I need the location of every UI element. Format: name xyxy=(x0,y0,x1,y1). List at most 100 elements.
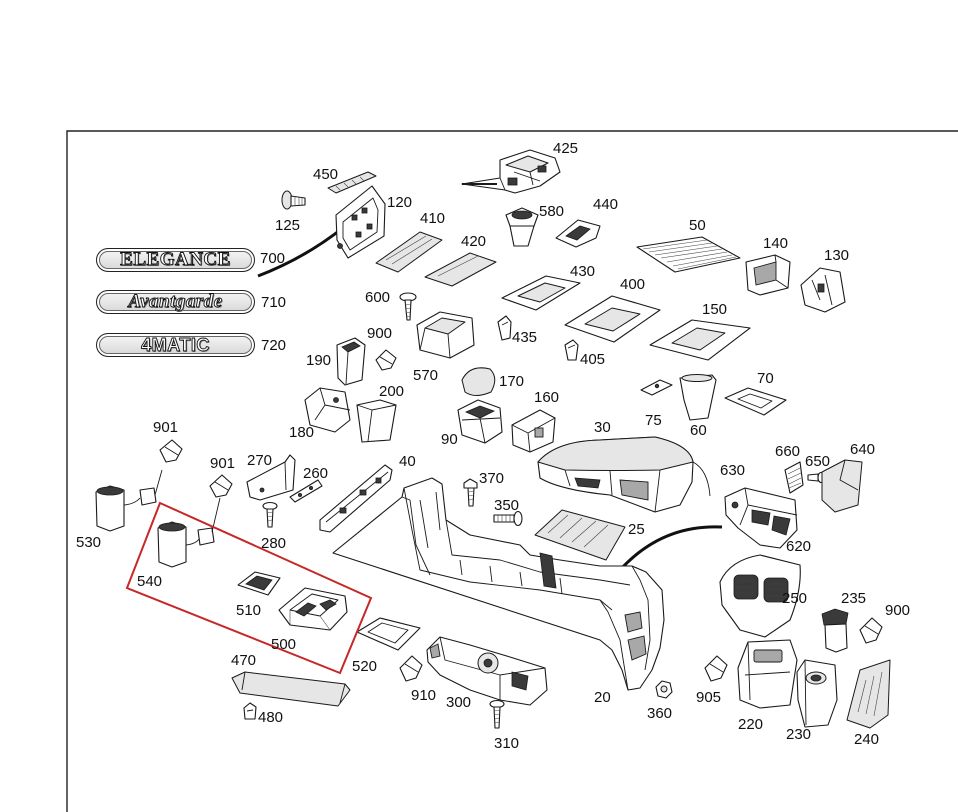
callout-90: 90 xyxy=(441,431,458,448)
part-600-shape xyxy=(399,292,417,321)
callout-260: 260 xyxy=(303,465,329,482)
part-75-shape xyxy=(640,379,673,396)
part-900-pad-a xyxy=(375,349,397,371)
part-500-shape xyxy=(278,587,348,631)
callout-900-a: 900 xyxy=(367,325,393,342)
part-400-shape xyxy=(564,295,661,343)
part-450-shape xyxy=(327,171,377,194)
callout-120: 120 xyxy=(387,194,413,211)
callout-640: 640 xyxy=(850,441,876,458)
part-50-shape xyxy=(636,236,741,273)
callout-70: 70 xyxy=(757,370,774,387)
part-230-shape xyxy=(796,659,838,728)
part-435-shape xyxy=(497,315,512,341)
part-170-shape xyxy=(461,367,496,396)
part-420-shape xyxy=(424,252,497,287)
part-125-shape xyxy=(281,190,306,210)
badge-avantgarde-text: Avantgarde xyxy=(128,291,223,313)
callout-910: 910 xyxy=(411,687,437,704)
callout-570: 570 xyxy=(413,367,439,384)
part-580-shape xyxy=(505,207,539,247)
part-350-shape xyxy=(493,510,523,527)
callout-40: 40 xyxy=(399,453,416,470)
callout-410: 410 xyxy=(420,210,446,227)
part-90-shape xyxy=(457,399,503,444)
part-130-shape xyxy=(800,267,846,313)
callout-510: 510 xyxy=(236,602,262,619)
part-480-shape xyxy=(243,702,257,720)
callout-500: 500 xyxy=(271,636,297,653)
callout-280: 280 xyxy=(261,535,287,552)
callout-530: 530 xyxy=(76,534,102,551)
part-30-shape xyxy=(537,436,711,513)
callout-160: 160 xyxy=(534,389,560,406)
part-405-shape xyxy=(564,339,579,361)
part-901-pad-a xyxy=(159,439,183,463)
part-910-pad xyxy=(399,655,423,682)
part-310-shape xyxy=(489,699,505,729)
part-150-shape xyxy=(649,319,751,361)
callout-470: 470 xyxy=(231,652,257,669)
callout-660: 660 xyxy=(775,443,801,460)
part-140-shape xyxy=(745,254,791,296)
part-360-shape xyxy=(655,680,673,699)
part-530-shape xyxy=(95,469,163,532)
callout-630: 630 xyxy=(720,462,746,479)
callout-600: 600 xyxy=(365,289,391,306)
callout-235: 235 xyxy=(841,590,867,607)
callout-580: 580 xyxy=(539,203,565,220)
callout-300: 300 xyxy=(446,694,472,711)
part-300-shape xyxy=(426,636,548,706)
part-270-shape xyxy=(246,454,296,501)
callout-901-b: 901 xyxy=(210,455,236,472)
callout-50: 50 xyxy=(689,217,706,234)
callout-905: 905 xyxy=(696,689,722,706)
callout-901-a: 901 xyxy=(153,419,179,436)
callout-540: 540 xyxy=(137,573,163,590)
part-410-shape xyxy=(375,231,443,273)
callout-220: 220 xyxy=(738,716,764,733)
part-160-shape xyxy=(511,409,556,453)
part-200-shape xyxy=(356,399,397,443)
part-260-shape xyxy=(289,479,323,503)
callout-250: 250 xyxy=(782,590,808,607)
callout-620: 620 xyxy=(786,538,812,555)
callout-405: 405 xyxy=(580,351,606,368)
part-470-shape xyxy=(231,671,351,707)
part-180-shape xyxy=(304,387,351,433)
callout-130: 130 xyxy=(824,247,850,264)
callout-450: 450 xyxy=(313,166,339,183)
part-430-shape xyxy=(501,275,581,311)
callout-310: 310 xyxy=(494,735,520,752)
pointer-curve-lower xyxy=(618,525,723,572)
part-905-pad xyxy=(704,655,728,682)
callout-370: 370 xyxy=(479,470,505,487)
badge-4matic: 4MATIC xyxy=(96,333,255,357)
part-630-620-shape xyxy=(724,487,798,549)
badge-elegance-text: ELEGANCE xyxy=(120,249,231,271)
part-425-shape xyxy=(461,149,561,194)
part-900-pad-b xyxy=(859,617,883,644)
part-510-shape xyxy=(237,571,281,596)
part-640-shape xyxy=(821,459,863,513)
part-240-shape xyxy=(846,659,891,729)
callout-360: 360 xyxy=(647,705,673,722)
callout-140: 140 xyxy=(763,235,789,252)
part-40-shape xyxy=(319,464,393,533)
part-440-shape xyxy=(555,219,601,248)
part-280-shape xyxy=(262,501,278,528)
callout-150: 150 xyxy=(702,301,728,318)
part-60-shape xyxy=(679,374,717,421)
callout-75: 75 xyxy=(645,412,662,429)
callout-270: 270 xyxy=(247,452,273,469)
callout-520: 520 xyxy=(352,658,378,675)
badge-elegance: ELEGANCE xyxy=(96,248,255,272)
part-70-shape xyxy=(724,387,787,416)
callout-440: 440 xyxy=(593,196,619,213)
callout-425: 425 xyxy=(553,140,579,157)
callout-180: 180 xyxy=(289,424,315,441)
callout-20: 20 xyxy=(594,689,611,706)
part-660-shape xyxy=(784,461,804,494)
